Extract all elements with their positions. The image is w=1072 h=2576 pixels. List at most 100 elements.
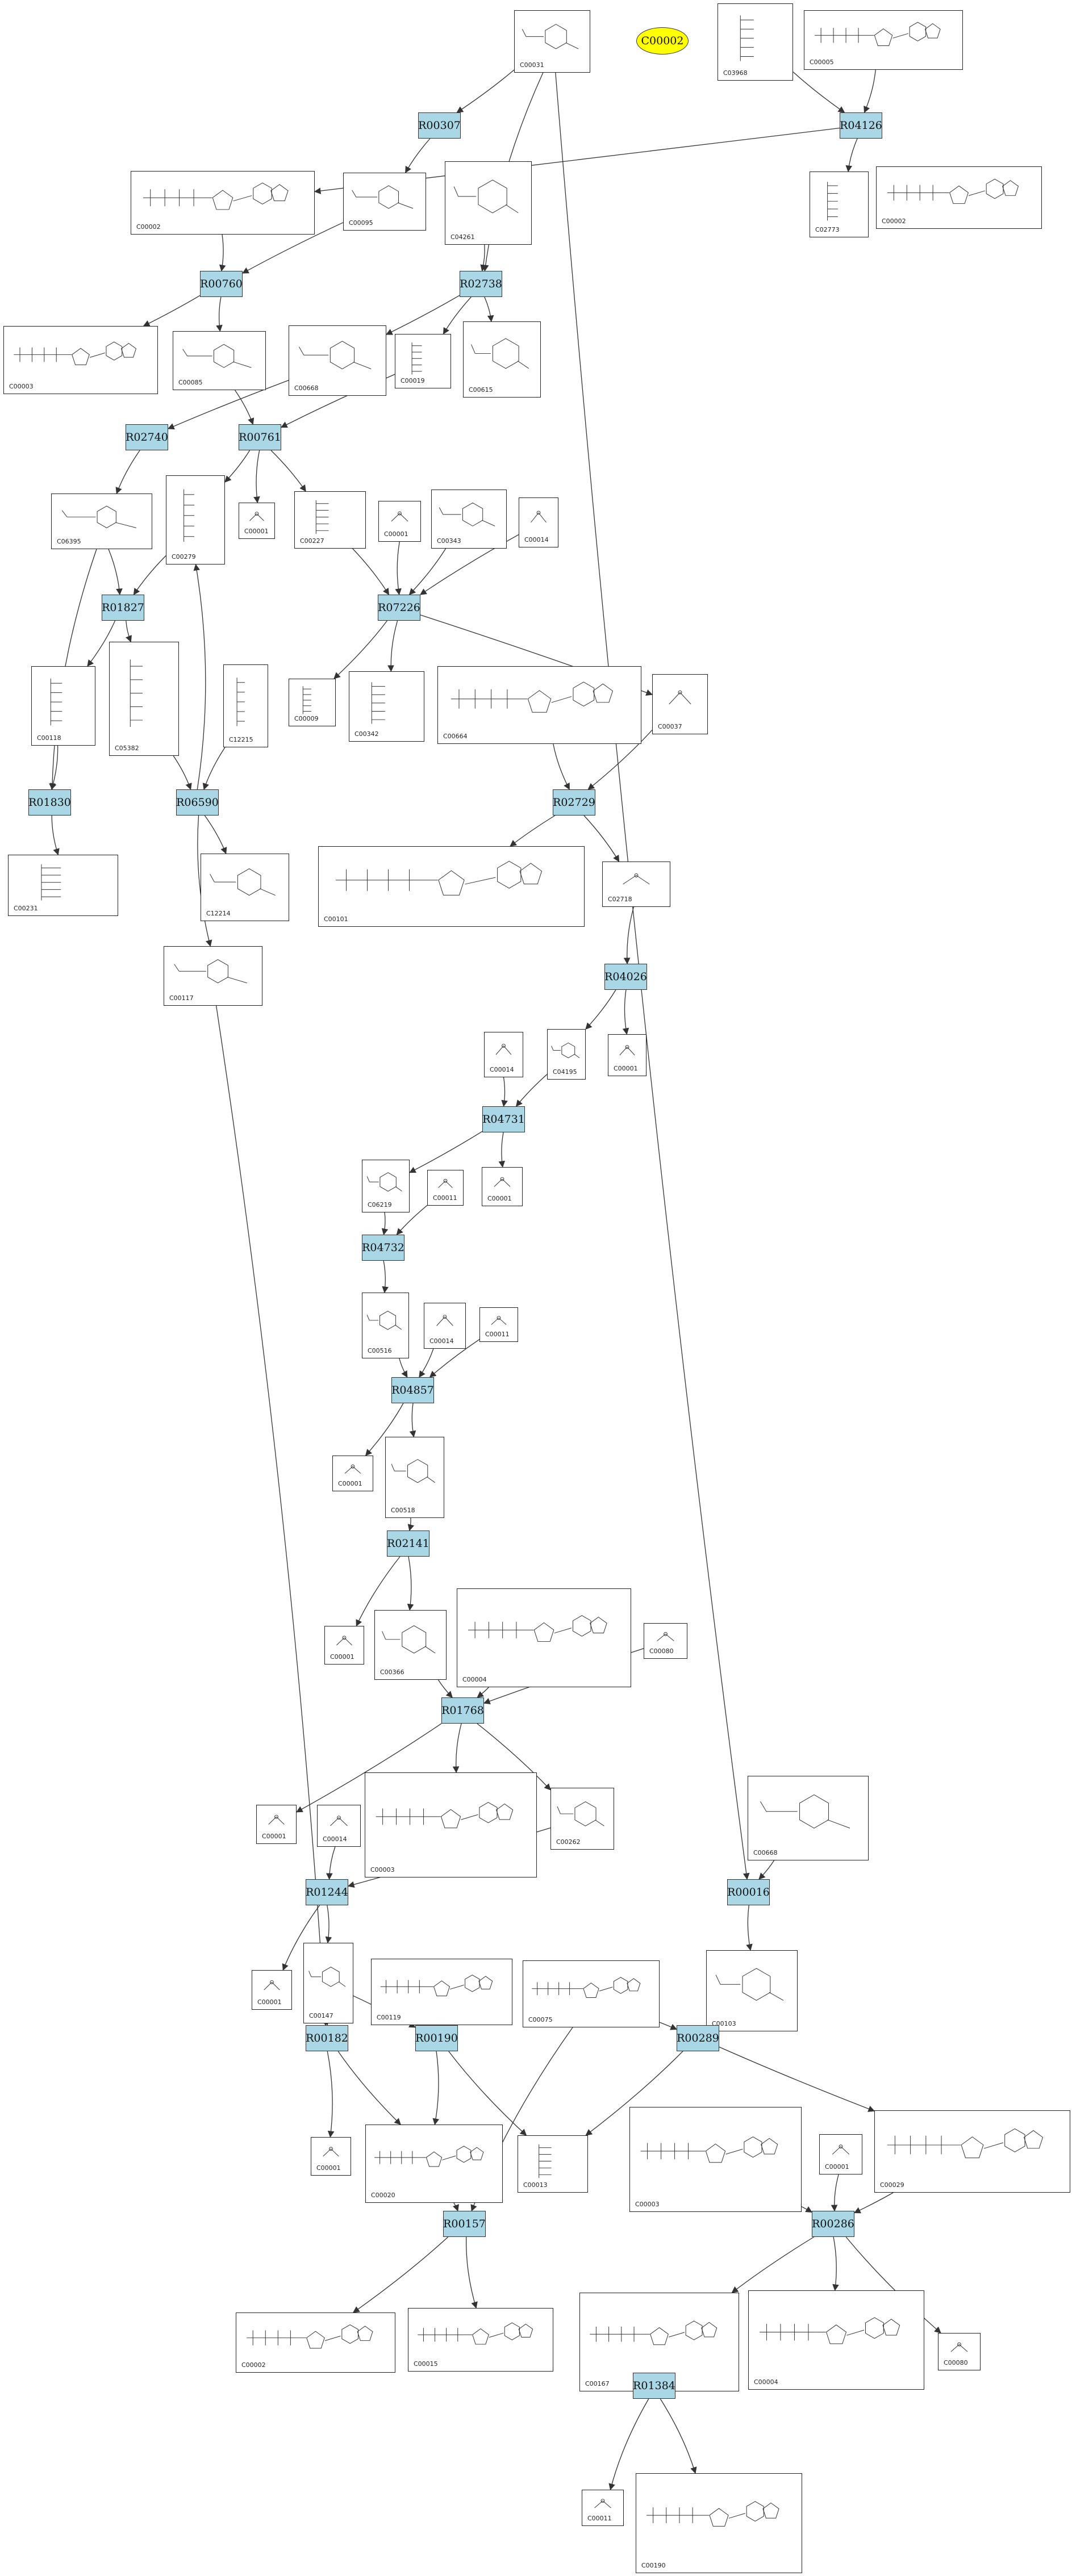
compound-box[interactable]: C03968 xyxy=(718,3,793,81)
reaction-node[interactable]: R02738 xyxy=(460,271,502,297)
compound-box[interactable]: C00011 xyxy=(582,2490,624,2526)
compound-box[interactable]: C12215 xyxy=(223,664,268,747)
reaction-node[interactable]: R04732 xyxy=(362,1235,404,1261)
compound-box[interactable]: C04195 xyxy=(547,1029,586,1080)
compound-box[interactable]: C00001 xyxy=(608,1034,646,1076)
compound-box[interactable]: C00019 xyxy=(395,334,451,388)
compound-box[interactable]: C00015 xyxy=(408,2308,553,2372)
compound-box[interactable]: C00366 xyxy=(374,1610,447,1680)
reaction-node[interactable]: R01768 xyxy=(441,1697,484,1724)
structure-drawing xyxy=(143,182,289,210)
compound-box[interactable]: C00668 xyxy=(748,1776,869,1860)
compound-box[interactable]: C00001 xyxy=(311,2137,351,2176)
compound-box[interactable]: C00003 xyxy=(3,326,158,394)
compound-box[interactable]: C00001 xyxy=(324,1626,364,1665)
compound-box[interactable]: C00037 xyxy=(652,674,708,734)
reaction-node[interactable]: R02740 xyxy=(126,424,168,450)
compound-box[interactable]: C00117 xyxy=(164,946,262,1006)
compound-box[interactable]: C00103 xyxy=(706,1950,798,2031)
compound-box[interactable]: C00664 xyxy=(437,666,641,744)
compound-box[interactable]: C06219 xyxy=(362,1160,410,1212)
compound-box[interactable]: C00031 xyxy=(514,10,590,73)
compound-box[interactable]: C00005 xyxy=(804,10,963,70)
compound-box[interactable]: C06395 xyxy=(51,494,152,549)
compound-id: C00014 xyxy=(429,1337,454,1345)
compound-box[interactable]: C00020 xyxy=(365,2125,503,2203)
compound-box[interactable]: C00009 xyxy=(289,679,336,726)
compound-box[interactable]: C00029 xyxy=(874,2110,1070,2193)
compound-box[interactable]: C00014 xyxy=(317,1805,361,1847)
compound-box[interactable]: C00615 xyxy=(463,321,541,398)
pathway-edge xyxy=(585,2051,683,2136)
compound-id: C00014 xyxy=(323,1835,347,1843)
structure-drawing xyxy=(366,1172,402,1192)
compound-box[interactable]: C02718 xyxy=(602,862,670,907)
compound-box[interactable]: C00014 xyxy=(484,1032,523,1077)
compound-box[interactable]: C00279 xyxy=(166,475,225,564)
compound-box[interactable]: C00518 xyxy=(385,1437,444,1518)
compound-box[interactable]: C00002 xyxy=(236,2312,395,2373)
compound-box[interactable]: C00342 xyxy=(349,671,424,742)
compound-box[interactable]: C00190 xyxy=(636,2473,802,2573)
reaction-node[interactable]: R00157 xyxy=(443,2211,486,2237)
compound-box[interactable]: C00075 xyxy=(523,1960,660,2027)
reaction-node[interactable]: R00286 xyxy=(812,2211,854,2237)
reaction-node[interactable]: R02141 xyxy=(387,1530,429,1557)
compound-box[interactable]: C00001 xyxy=(378,501,421,542)
reaction-node[interactable]: R01830 xyxy=(28,789,71,816)
compound-box[interactable]: C00001 xyxy=(256,1805,297,1844)
compound-box[interactable]: C12214 xyxy=(201,854,289,921)
reaction-node[interactable]: R02729 xyxy=(553,789,595,816)
compound-box[interactable]: C00014 xyxy=(519,497,558,547)
reaction-node[interactable]: R04126 xyxy=(840,112,882,139)
compound-box[interactable]: C00001 xyxy=(239,503,275,539)
compound-box[interactable]: C00003 xyxy=(365,1772,537,1877)
reaction-node[interactable]: R00761 xyxy=(239,424,281,450)
compound-box[interactable]: C00011 xyxy=(427,1170,464,1206)
compound-box[interactable]: C00101 xyxy=(318,846,585,927)
highlighted-compound-node[interactable]: C00002 xyxy=(636,27,689,55)
compound-box[interactable]: C00014 xyxy=(424,1303,466,1349)
reaction-node[interactable]: R00182 xyxy=(306,2025,348,2051)
reaction-node[interactable]: R04731 xyxy=(482,1106,525,1132)
compound-box[interactable]: C00147 xyxy=(303,1943,353,2023)
compound-box[interactable]: C02773 xyxy=(810,172,869,237)
compound-box[interactable]: C00343 xyxy=(431,490,507,549)
compound-box[interactable]: C00080 xyxy=(938,2333,981,2370)
compound-box[interactable]: C04261 xyxy=(445,161,532,245)
reaction-node[interactable]: R00190 xyxy=(415,2025,458,2051)
reaction-node[interactable]: R00760 xyxy=(200,271,243,297)
compound-box[interactable]: C00516 xyxy=(362,1293,409,1358)
compound-box[interactable]: C00668 xyxy=(289,325,386,396)
compound-box[interactable]: C05382 xyxy=(109,642,179,756)
reaction-node[interactable]: R00307 xyxy=(418,112,461,139)
compound-box[interactable]: C00095 xyxy=(343,173,426,231)
compound-box[interactable]: C00013 xyxy=(518,2135,588,2193)
compound-box[interactable]: C00085 xyxy=(173,331,266,390)
compound-box[interactable]: C00001 xyxy=(252,1970,292,2010)
compound-box[interactable]: C00002 xyxy=(131,171,315,235)
compound-box[interactable]: C00080 xyxy=(644,1623,687,1659)
compound-box[interactable]: C00231 xyxy=(8,855,118,916)
compound-box[interactable]: C00262 xyxy=(550,1788,614,1850)
compound-box[interactable]: C00004 xyxy=(457,1588,631,1687)
compound-box[interactable]: C00119 xyxy=(371,1959,512,2025)
compound-box[interactable]: C00011 xyxy=(479,1307,518,1342)
compound-box[interactable]: C00227 xyxy=(294,491,366,549)
compound-box[interactable]: C00004 xyxy=(748,2290,924,2390)
compound-box[interactable]: C00003 xyxy=(629,2107,802,2212)
reaction-node[interactable]: R07226 xyxy=(378,595,420,621)
compound-box[interactable]: C00001 xyxy=(482,1167,523,1206)
reaction-node[interactable]: R01827 xyxy=(102,595,144,621)
compound-box[interactable]: C00118 xyxy=(31,666,95,746)
reaction-node[interactable]: R04026 xyxy=(604,964,647,990)
compound-box[interactable]: C00002 xyxy=(876,166,1042,229)
compound-box[interactable]: C00001 xyxy=(819,2134,862,2174)
reaction-node[interactable]: R01244 xyxy=(306,1879,348,1905)
reaction-node[interactable]: R01384 xyxy=(633,2373,675,2399)
reaction-node[interactable]: R00016 xyxy=(727,1879,770,1905)
compound-box[interactable]: C00001 xyxy=(332,1456,373,1491)
reaction-node[interactable]: R04857 xyxy=(391,1377,434,1403)
reaction-node[interactable]: R00289 xyxy=(677,2025,719,2051)
reaction-node[interactable]: R06590 xyxy=(176,789,219,816)
